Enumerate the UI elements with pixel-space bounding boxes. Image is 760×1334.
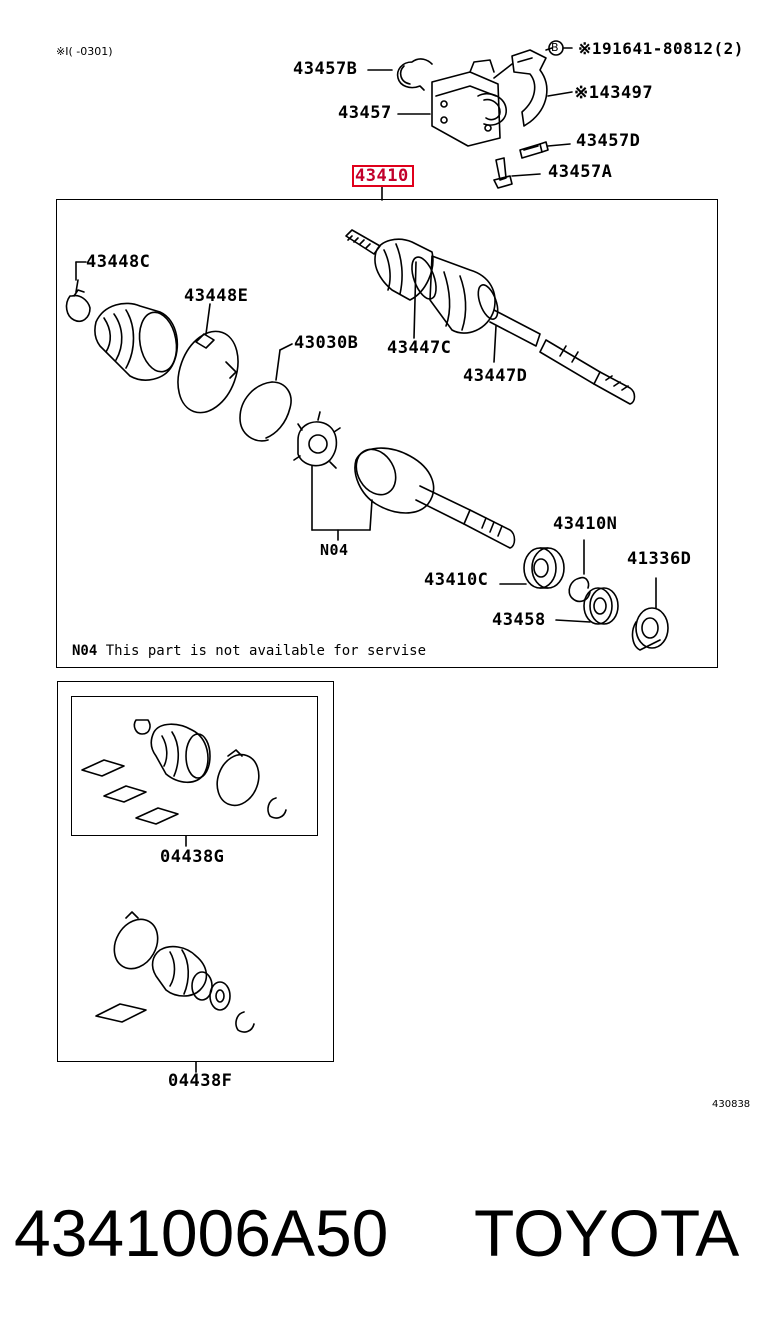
label-kit-04438F[interactable]: 04438F (168, 1071, 233, 1091)
label-43030B[interactable]: 43030B (294, 333, 359, 353)
label-43457A[interactable]: 43457A (548, 162, 613, 182)
kit-04438G-frame (71, 696, 318, 836)
label-N04[interactable]: N04 (320, 541, 349, 559)
kit-04438F-art (95, 911, 255, 1033)
label-41336D[interactable]: 41336D (627, 549, 692, 569)
label-43410C[interactable]: 43410C (424, 570, 489, 590)
header-note: ※I( -0301) (56, 45, 113, 58)
label-43457[interactable]: 43457 (338, 103, 392, 123)
label-43447C[interactable]: 43447C (387, 338, 452, 358)
footnote: N04 This part is not available for servi… (72, 644, 426, 658)
label-91641[interactable]: ※191641-80812(2) (578, 39, 744, 58)
diagram-id: 430838 (712, 1099, 751, 1110)
label-43410-highlighted[interactable]: 43410 (355, 166, 409, 186)
label-43497[interactable]: ※143497 (574, 83, 654, 103)
label-43448C[interactable]: 43448C (86, 252, 151, 272)
bracket-assembly (367, 40, 573, 189)
kit-group-frame (57, 681, 334, 1062)
kit-04438G-art (81, 719, 287, 825)
label-43410N[interactable]: 43410N (553, 514, 618, 534)
label-kit-04438G[interactable]: 04438G (160, 847, 225, 867)
highlight-box[interactable] (352, 165, 414, 187)
label-43457D[interactable]: 43457D (576, 131, 641, 151)
footnote-text: This part is not available for servise (105, 643, 427, 659)
b-marker: B (551, 41, 559, 54)
label-43448E[interactable]: 43448E (184, 286, 249, 306)
part-number: 4341006A50 (14, 1196, 389, 1270)
main-assembly-frame (56, 199, 718, 668)
label-43457B[interactable]: 43457B (293, 59, 358, 79)
label-43447D[interactable]: 43447D (463, 366, 528, 386)
axle-assembly (65, 229, 669, 651)
footnote-code: N04 (72, 643, 98, 659)
label-43458[interactable]: 43458 (492, 610, 546, 630)
brand-name: TOYOTA (474, 1196, 740, 1270)
